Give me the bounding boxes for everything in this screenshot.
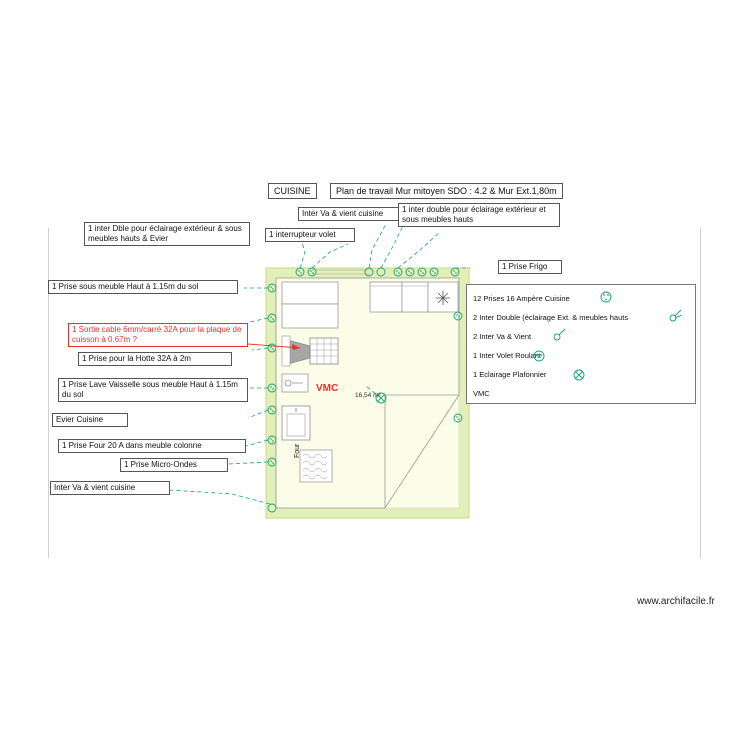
callout-inter-va-vient-cuisine-top: Inter Va & vient cuisine: [298, 207, 410, 221]
socket-icon: [600, 291, 612, 303]
callout-inter-va-vient-cuisine-bottom: Inter Va & vient cuisine: [50, 481, 170, 495]
legend-label-5: VMC: [473, 389, 490, 398]
vmc-plan-label: VMC: [316, 383, 339, 394]
legend-label-4: 1 Eclairage Plafonnier: [473, 370, 547, 379]
area-label: 16,54 m²: [355, 392, 381, 399]
ceiling-light-icon: [573, 369, 585, 381]
callout-prise-lave-vaisselle: 1 Prise Lave Vaisselle sous meuble Haut …: [58, 378, 248, 402]
double-switch-icon: [669, 309, 683, 322]
callout-sortie-cable-plaque: 1 Sortie cable 6mm/carré 32A pour la pla…: [68, 323, 248, 347]
callout-prise-sous-meuble-haut: 1 Prise sous meuble Haut à 1.15m du sol: [48, 280, 238, 294]
roller-shutter-switch-icon: [533, 350, 545, 362]
callout-interrupteur-volet: 1 interrupteur volet: [265, 228, 355, 242]
callout-inter-double-eclairage-ext: 1 inter double pour éclairage extérieur …: [398, 203, 560, 227]
callout-prise-micro-ondes: 1 Prise Micro-Ondes: [120, 458, 228, 472]
callout-prise-frigo: 1 Prise Frigo: [498, 260, 562, 274]
legend-label-1: 2 Inter Double (éclairage Ext. & meubles…: [473, 313, 629, 322]
callout-prise-four: 1 Prise Four 20 A dans meuble colonne: [58, 439, 246, 453]
legend-label-2: 2 Inter Va & Vient: [473, 332, 532, 341]
room-label-box: CUISINE: [268, 183, 317, 199]
legend-label-3: 1 Inter Volet Roulant: [473, 351, 541, 360]
callout-evier-cuisine: Evier Cuisine: [52, 413, 128, 427]
legend-label-0: 12 Prises 16 Ampère Cuisine: [473, 294, 570, 303]
page-guide-right: [700, 228, 701, 558]
oven-label: Four: [294, 443, 301, 458]
callout-inter-dble-eclairage-ext-evier: 1 inter Dble pour éclairage extérieur & …: [84, 222, 250, 246]
callout-prise-hotte: 1 Prise pour la Hotte 32A à 2m: [78, 352, 232, 366]
plan-title-box: Plan de travail Mur mitoyen SDO : 4.2 & …: [330, 183, 563, 199]
page-guide-left: [48, 228, 49, 558]
two-way-switch-icon: [553, 328, 566, 341]
site-footer: www.archifacile.fr: [637, 596, 715, 607]
legend-icons: [533, 291, 683, 381]
legend-panel: 12 Prises 16 Ampère Cuisine 2 Inter Doub…: [466, 284, 696, 404]
